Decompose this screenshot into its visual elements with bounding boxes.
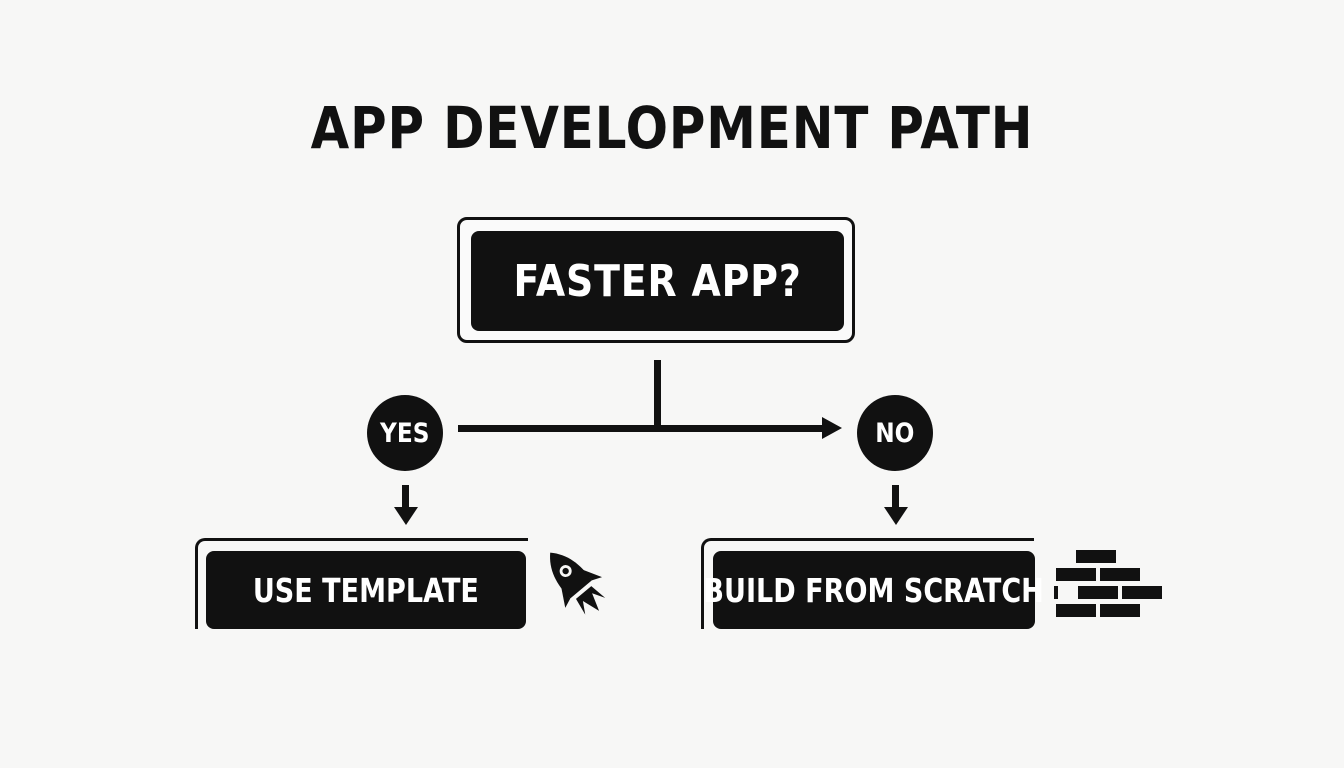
decision-stem-connector (654, 360, 661, 427)
page-title: APP DEVELOPMENT PATH (310, 94, 1034, 162)
no-branch-label: NO (875, 417, 915, 449)
rocket-icon (550, 552, 606, 615)
decision-node: FASTER APP? (471, 231, 844, 331)
yes-down-arrow-shaft (402, 485, 409, 507)
use-template-node: USE TEMPLATE (206, 551, 526, 629)
arrow-right-head (822, 417, 842, 439)
branch-connector (458, 425, 824, 432)
build-from-scratch-label: BUILD FROM SCRATCH (703, 570, 1045, 610)
yes-branch-label: YES (380, 417, 430, 449)
bricks-icon (1054, 550, 1162, 617)
no-branch-badge: NO (857, 395, 933, 471)
yes-down-arrow-head (394, 507, 418, 525)
build-from-scratch-node: BUILD FROM SCRATCH (704, 551, 1044, 629)
no-down-arrow-head (884, 507, 908, 525)
decision-label: FASTER APP? (513, 255, 802, 307)
use-template-frame (195, 538, 528, 629)
build-from-scratch-frame (701, 538, 1034, 629)
yes-branch-badge: YES (367, 395, 443, 471)
no-down-arrow-shaft (892, 485, 899, 507)
use-template-label: USE TEMPLATE (252, 570, 480, 610)
